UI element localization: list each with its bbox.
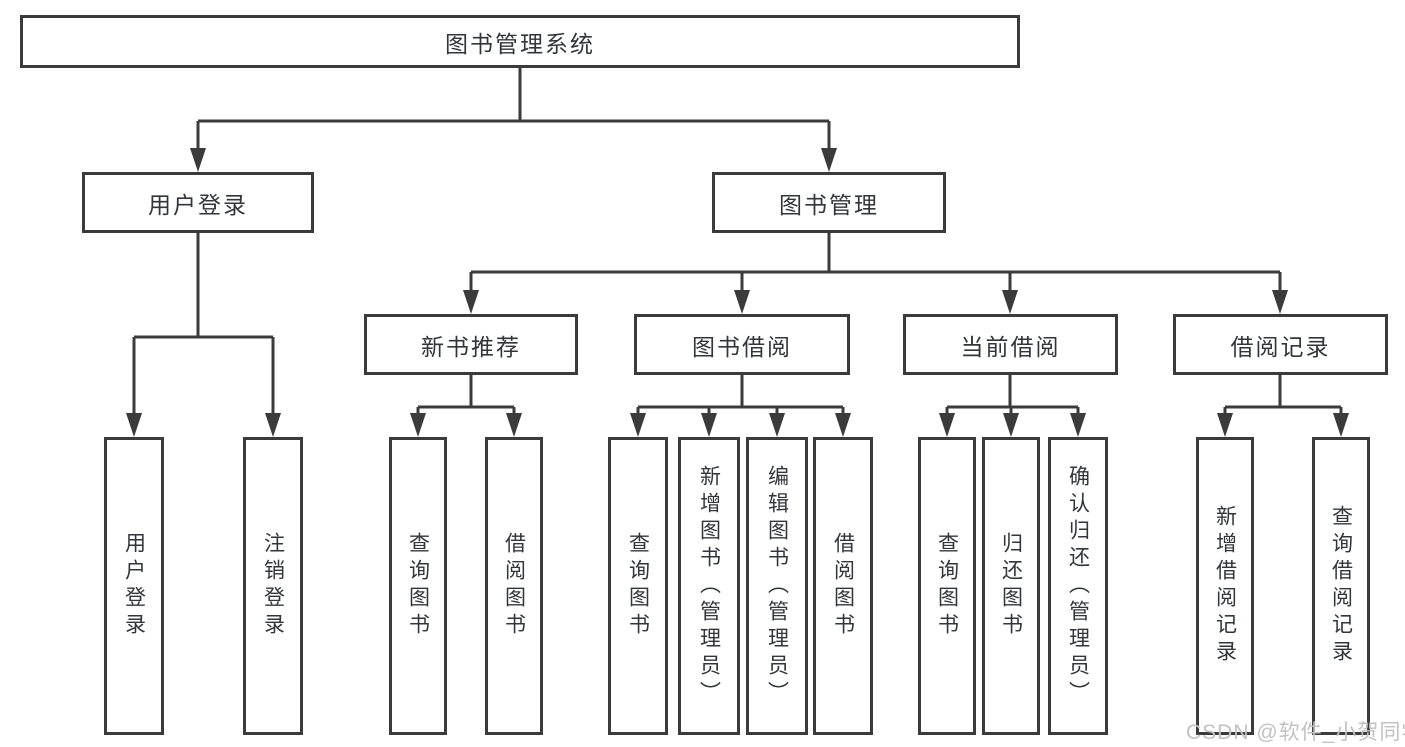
leaf-add-borrow-record: 新增借阅记录 xyxy=(1196,437,1254,735)
connector-new-book-rec-to-leaves xyxy=(410,375,522,437)
node-book-management: 图书管理 xyxy=(712,172,946,233)
arrowhead xyxy=(1272,290,1288,314)
arrowhead xyxy=(410,413,426,437)
leaf-query-borrow-record-label: 查询借阅记录 xyxy=(1329,505,1353,667)
connector-root-to-branches xyxy=(190,68,837,172)
arrowhead xyxy=(1070,413,1086,437)
leaf-add-borrow-record-label: 新增借阅记录 xyxy=(1213,505,1237,667)
leaf-confirm-return-admin: 确认归还（管理员） xyxy=(1048,437,1108,735)
leaf-query-books-current: 查询图书 xyxy=(918,437,976,735)
node-current-borrow-label: 当前借阅 xyxy=(960,333,1061,360)
leaf-return-book-label: 归还图书 xyxy=(999,532,1023,640)
leaf-user-login-label: 用户登录 xyxy=(122,532,146,640)
node-book-borrow-label: 图书借阅 xyxy=(692,333,792,360)
leaf-borrow-books-borrow: 借阅图书 xyxy=(813,437,873,735)
arrowhead xyxy=(265,413,281,437)
leaf-borrow-books-recommend: 借阅图书 xyxy=(485,437,543,735)
leaf-query-books-current-label: 查询图书 xyxy=(935,532,959,640)
arrowhead xyxy=(1003,413,1019,437)
leaf-query-borrow-record: 查询借阅记录 xyxy=(1312,437,1370,735)
arrowhead xyxy=(1217,413,1233,437)
leaf-logout: 注销登录 xyxy=(243,437,303,735)
node-current-borrow: 当前借阅 xyxy=(903,314,1118,375)
leaf-query-books-recommend: 查询图书 xyxy=(389,437,447,735)
arrowhead xyxy=(1333,413,1349,437)
node-borrow-records: 借阅记录 xyxy=(1173,314,1388,375)
arrowhead xyxy=(835,413,851,437)
leaf-add-book-admin: 新增图书（管理员） xyxy=(678,437,740,735)
leaf-borrow-books-recommend-label: 借阅图书 xyxy=(502,532,526,640)
connector-current-borrow-to-leaves xyxy=(939,375,1086,437)
arrowhead xyxy=(463,290,479,314)
node-root-label: 图书管理系统 xyxy=(445,30,595,57)
leaf-user-login: 用户登录 xyxy=(104,437,164,735)
arrowhead xyxy=(506,413,522,437)
leaf-logout-label: 注销登录 xyxy=(261,532,285,640)
leaf-query-books-borrow: 查询图书 xyxy=(608,437,668,735)
arrowhead xyxy=(190,148,206,172)
node-new-book-recommend-label: 新书推荐 xyxy=(421,333,521,360)
arrowhead xyxy=(769,413,785,437)
node-book-borrow: 图书借阅 xyxy=(634,314,850,375)
arrowhead xyxy=(939,413,955,437)
leaf-borrow-books-borrow-label: 借阅图书 xyxy=(831,532,855,640)
csdn-watermark: CSDN @软件_小贺同学 xyxy=(1186,721,1405,744)
node-root: 图书管理系统 xyxy=(20,15,1020,68)
leaf-query-books-recommend-label: 查询图书 xyxy=(406,532,430,640)
connector-borrow-records-to-leaves xyxy=(1217,375,1349,437)
leaf-edit-book-admin: 编辑图书（管理员） xyxy=(746,437,808,735)
connector-user-login-to-leaves xyxy=(126,233,281,437)
arrowhead xyxy=(701,413,717,437)
leaf-edit-book-admin-label: 编辑图书（管理员） xyxy=(765,464,789,708)
node-borrow-records-label: 借阅记录 xyxy=(1230,333,1331,360)
connector-book-mgmt-to-modules xyxy=(463,233,1288,314)
connector-book-borrow-to-leaves xyxy=(630,375,851,437)
leaf-confirm-return-admin-label: 确认归还（管理员） xyxy=(1066,464,1090,708)
leaf-query-books-borrow-label: 查询图书 xyxy=(626,532,650,640)
node-user-login-label: 用户登录 xyxy=(148,191,248,218)
arrowhead xyxy=(734,290,750,314)
leaf-return-book: 归还图书 xyxy=(982,437,1040,735)
leaf-add-book-admin-label: 新增图书（管理员） xyxy=(697,464,721,708)
node-new-book-recommend: 新书推荐 xyxy=(364,314,578,375)
arrowhead xyxy=(630,413,646,437)
arrowhead xyxy=(821,148,837,172)
arrowhead xyxy=(1002,290,1018,314)
arrowhead xyxy=(126,413,142,437)
node-user-login: 用户登录 xyxy=(82,172,314,233)
node-book-management-label: 图书管理 xyxy=(779,191,879,218)
